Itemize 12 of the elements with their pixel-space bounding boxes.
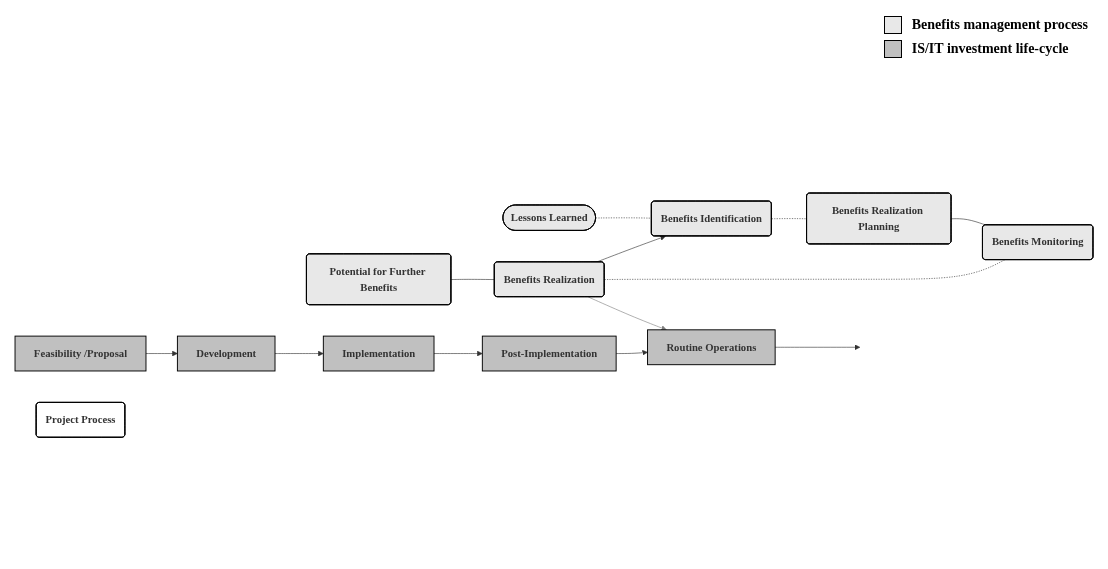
node-box: Post-Implementation bbox=[481, 335, 617, 372]
connector bbox=[595, 217, 652, 219]
connector bbox=[951, 218, 987, 226]
legend-text: Benefits management process bbox=[911, 17, 1088, 33]
node-box: Development bbox=[176, 335, 276, 372]
node-box: Implementation bbox=[322, 335, 435, 372]
node-box: Routine Operations bbox=[647, 329, 776, 366]
node-box: Feasibility /Proposal bbox=[14, 335, 147, 372]
legend-text: IS/IT investment life-cycle bbox=[911, 41, 1069, 57]
connector bbox=[450, 278, 495, 280]
connector bbox=[771, 218, 808, 219]
connector bbox=[604, 259, 1005, 280]
